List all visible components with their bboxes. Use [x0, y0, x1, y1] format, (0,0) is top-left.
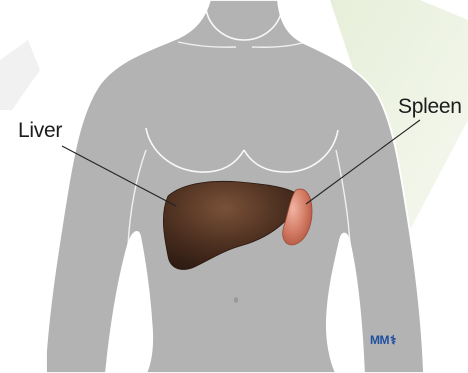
caduceus-icon: ⚕	[390, 333, 396, 347]
spleen-label: Spleen	[398, 95, 462, 119]
logo-text: MM	[370, 333, 389, 347]
brand-logo: MM⚕	[370, 333, 396, 347]
liver-label: Liver	[18, 119, 62, 143]
